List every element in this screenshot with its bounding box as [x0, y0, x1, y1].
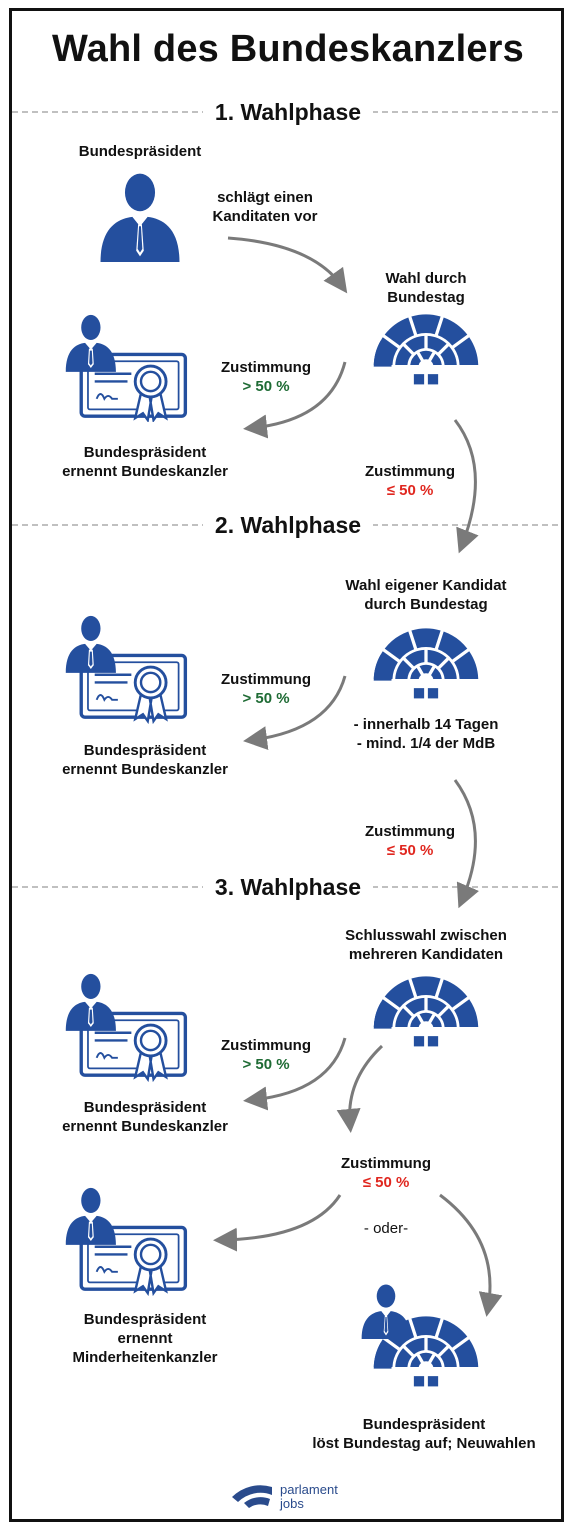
arrow-phase2-yes — [243, 675, 347, 750]
result-line-1: Bundespräsident — [83, 444, 207, 461]
minority-result-line-2: ernennt — [117, 1330, 173, 1347]
phase2-heading: 2. Wahlphase — [0, 512, 576, 539]
approval-value: ≤ 50 % — [386, 482, 434, 499]
president-icon — [361, 1284, 411, 1339]
approval-value: > 50 % — [242, 378, 290, 395]
result-line-1: Bundespräsident — [83, 1099, 207, 1116]
dissolve-result-line-1: Bundespräsident — [362, 1416, 486, 1433]
certificate-icon — [64, 1186, 188, 1295]
infographic-frame — [9, 8, 564, 1522]
certificate-icon — [64, 313, 188, 422]
approval-label: Zustimmung — [221, 1037, 311, 1054]
logo-text: parlament jobs — [280, 1483, 338, 1511]
result-line-2: ernennt Bundeskanzler — [62, 463, 228, 480]
approval-label: Zustimmung — [341, 1155, 431, 1172]
arrow-phase3-yes — [243, 1037, 347, 1111]
arrow-to-dissolve — [439, 1193, 503, 1317]
result-line-2: ernennt Bundeskanzler — [62, 761, 228, 778]
or-label: - oder- — [363, 1220, 409, 1237]
approval-label: Zustimmung — [365, 463, 455, 480]
arrow-to-minority — [213, 1194, 342, 1252]
parliament-icon — [373, 976, 479, 1047]
proposal-line-1: schlägt einen — [217, 189, 313, 206]
arrow-proposal — [227, 236, 348, 294]
vote-label-line-1: Wahl durch — [385, 270, 467, 287]
logo-mark — [232, 1485, 272, 1508]
minority-result-line-1: Bundespräsident — [83, 1311, 207, 1328]
phase3-heading: 3. Wahlphase — [0, 874, 576, 901]
arrow-phase3-no — [336, 1044, 384, 1133]
approval-label: Zustimmung — [221, 359, 311, 376]
parliament-icon — [373, 314, 479, 385]
result-line-1: Bundespräsident — [83, 742, 207, 759]
result-line-2: ernennt Bundeskanzler — [62, 1118, 228, 1135]
minority-result-line-3: Minderheitenkanzler — [72, 1349, 218, 1366]
certificate-icon — [63, 614, 188, 723]
vote-label-line-1: Schlusswahl zwischen — [345, 927, 507, 944]
arrow-phase2-no — [453, 779, 479, 909]
approval-value: > 50 % — [242, 690, 290, 707]
president-label: Bundespräsident — [78, 143, 202, 160]
approval-value: > 50 % — [242, 1056, 290, 1073]
phase1-heading: 1. Wahlphase — [0, 99, 576, 126]
arrow-phase1-yes — [243, 361, 347, 439]
proposal-line-2: Kanditaten vor — [212, 208, 318, 225]
logo-line-1: parlament — [280, 1482, 338, 1497]
infographic-title: Wahl des Bundeskanzlers — [52, 28, 524, 70]
president-icon — [100, 173, 180, 262]
approval-label: Zustimmung — [365, 823, 455, 840]
approval-label: Zustimmung — [221, 671, 311, 688]
vote-label-line-2: mehreren Kandidaten — [348, 946, 504, 963]
parliament-icon — [373, 628, 479, 699]
arrow-phase1-no — [453, 419, 479, 554]
dissolve-result-line-2: löst Bundestag auf; Neuwahlen — [312, 1435, 536, 1452]
vote-label-line-1: Wahl eigener Kandidat — [345, 577, 507, 594]
approval-value: ≤ 50 % — [362, 1174, 410, 1191]
vote-label-line-2: Bundestag — [387, 289, 465, 306]
approval-value: ≤ 50 % — [386, 842, 434, 859]
condition-line-2: - mind. 1/4 der MdB — [356, 735, 496, 752]
condition-line-1: - innerhalb 14 Tagen — [353, 716, 499, 733]
certificate-icon — [63, 972, 188, 1081]
vote-label-line-2: durch Bundestag — [364, 596, 488, 613]
logo-line-2: jobs — [280, 1496, 304, 1511]
